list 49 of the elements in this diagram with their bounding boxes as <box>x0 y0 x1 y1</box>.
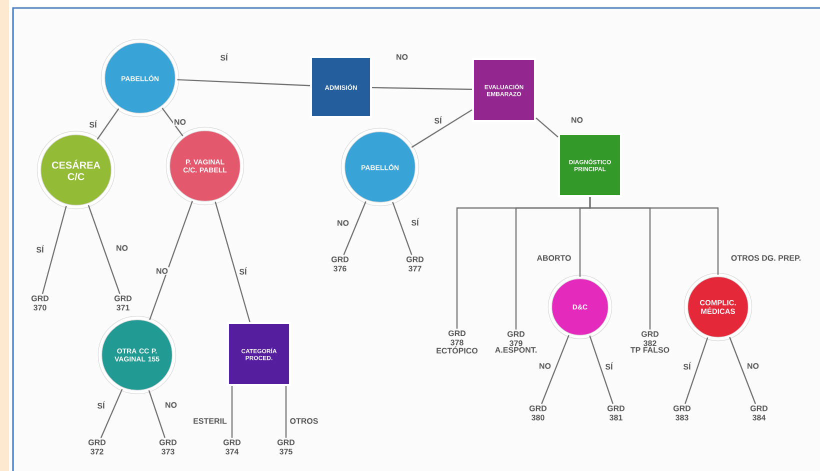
branch-line <box>729 336 756 404</box>
branch-line <box>149 200 193 320</box>
branch-line <box>541 334 570 404</box>
branch-line <box>589 336 614 404</box>
branch-line <box>285 386 287 438</box>
edge-label: NO <box>164 401 178 409</box>
outcome-label: GRD 373 <box>159 440 177 454</box>
outcome-label: GRD 383 <box>673 406 691 420</box>
outcome-label: GRD 377 <box>406 256 424 272</box>
edge-label: ESTERIL <box>192 417 228 425</box>
branch-line <box>343 201 366 256</box>
outcome-label: GRD 380 <box>529 406 547 420</box>
edge-label: NO <box>115 244 129 252</box>
edge-label: NO <box>395 53 409 61</box>
outcome-label: GRD 384 <box>750 406 768 420</box>
outcome-label: GRD 372 <box>88 440 106 454</box>
branch-line <box>177 79 310 86</box>
outcome-label: GRD 371 <box>114 296 132 310</box>
outcome-label: GRD 376 <box>331 256 349 272</box>
edge-label: NO <box>570 116 584 124</box>
edge-label: OTROS DG. PREP. <box>730 254 802 262</box>
branch-line <box>684 337 708 404</box>
outcome-label: GRD 378 ECTÓPICO <box>436 330 478 354</box>
edge-label: OTROS <box>288 417 320 425</box>
branch-line <box>231 386 233 438</box>
branch-line <box>411 109 472 148</box>
branch-line <box>96 108 120 140</box>
branch-line <box>372 86 472 90</box>
outcome-label: GRD 379 A.ESPONT. <box>495 331 537 353</box>
branch-line <box>392 202 412 256</box>
branch-line <box>148 390 166 438</box>
branch-line <box>589 197 719 275</box>
outcome-label: GRD 370 <box>31 296 49 310</box>
edge-label: NO <box>155 267 169 275</box>
branch-line <box>162 108 184 136</box>
edge-label: NO <box>173 118 187 126</box>
branch-line <box>88 204 120 294</box>
outcome-label: GRD 381 <box>607 406 625 420</box>
edge-label: NO <box>538 362 552 370</box>
branch-line <box>100 388 123 438</box>
edge-label: NO <box>746 362 760 370</box>
outcome-label: GRD 375 <box>277 440 295 454</box>
edge-label: NO <box>336 219 350 227</box>
outcome-label: GRD 374 <box>223 440 241 454</box>
branch-line <box>536 117 558 138</box>
branch-line <box>42 206 67 294</box>
edge-label: ABORTO <box>536 254 572 262</box>
branch-line <box>214 202 250 322</box>
outcome-label: GRD 382 TP FALSO <box>630 331 670 353</box>
